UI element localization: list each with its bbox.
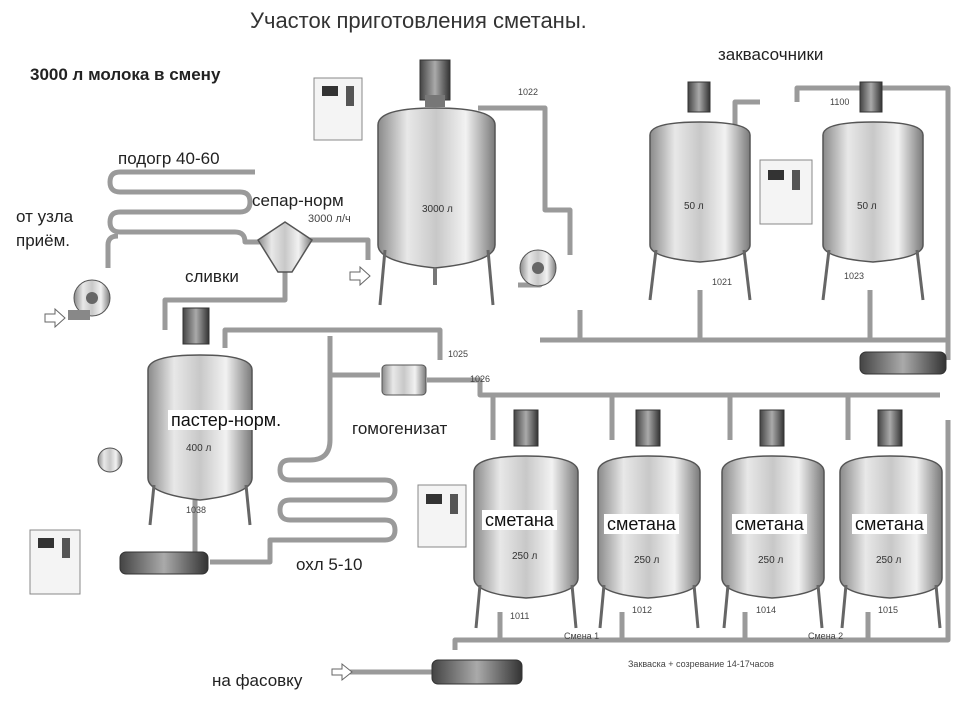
tag-1023: 1023	[844, 271, 865, 281]
tag-1022: 1022	[518, 87, 539, 97]
smetana-label-4: сметана	[852, 514, 927, 534]
label-slivki: сливки	[185, 267, 239, 286]
cabinet-3	[417, 484, 467, 548]
smetana-label-3: сметана	[732, 514, 807, 534]
label-zakvasochniki: заквасочники	[718, 45, 824, 64]
arrow-out-icon	[331, 662, 353, 682]
label-ot-uzla: от узла	[16, 207, 74, 226]
starter-2-volume: 50 л	[857, 201, 877, 212]
diagram-title: Участок приготовления сметаны.	[250, 8, 587, 33]
smetana-label-1: сметана	[482, 510, 557, 530]
pump-screw-3	[431, 659, 523, 685]
homogenizer	[381, 364, 427, 396]
pump-intake	[68, 279, 111, 320]
cabinet-1	[313, 77, 363, 141]
label-ohl: охл 5-10	[296, 555, 363, 574]
label-smena-2: Смена 2	[808, 631, 844, 641]
tag-1021: 1021	[712, 277, 733, 287]
tag-1026: 1026	[470, 374, 491, 384]
starter-tank-2	[821, 81, 925, 301]
starter-tank-1	[648, 81, 752, 301]
diagram-subtitle: 3000 л молока в смену	[30, 65, 221, 84]
tank-3000	[377, 59, 496, 306]
separator	[256, 221, 314, 273]
label-paster: пастер-норм.	[168, 410, 285, 430]
label-gomogenizat: гомогенизат	[352, 419, 448, 438]
label-zakvaska: Закваска + созревание 14-17часов	[628, 659, 774, 669]
label-separ: сепар-норм	[252, 191, 344, 210]
tag-1038: 1038	[186, 505, 207, 515]
flow-arrows	[44, 265, 371, 682]
paster-volume: 400 л	[186, 443, 212, 454]
tag-1011: 1011	[510, 611, 530, 621]
smetana-volume-4: 250 л	[876, 555, 902, 566]
tag-1100: 1100	[830, 97, 850, 107]
pumps	[68, 249, 947, 685]
arrow-in-icon	[44, 307, 66, 329]
label-priem: приём.	[16, 231, 71, 250]
label-na-fasovku: на фасовку	[212, 671, 303, 690]
label-separ-capacity: 3000 л/ч	[308, 213, 351, 225]
arrow-cream-icon	[349, 265, 371, 287]
starter-1-volume: 50 л	[684, 201, 704, 212]
label-podogrev: подогр 40-60	[118, 149, 220, 168]
pump-paster-side	[97, 447, 123, 473]
cabinet-4	[29, 529, 81, 595]
label-smena-1: Смена 1	[564, 631, 600, 641]
tag-1014: 1014	[756, 605, 777, 615]
pump-main	[519, 249, 557, 287]
cabinet-2	[759, 159, 813, 225]
pump-screw-1	[119, 551, 209, 575]
control-cabinets	[29, 77, 813, 595]
smetana-volume-2: 250 л	[634, 555, 660, 566]
smetana-volume-3: 250 л	[758, 555, 784, 566]
tank-3000-volume: 3000 л	[422, 204, 453, 215]
tag-1012: 1012	[632, 605, 653, 615]
pump-screw-2	[859, 351, 947, 375]
smetana-label-2: сметана	[604, 514, 679, 534]
tag-1025: 1025	[448, 349, 469, 359]
smetana-volume-1: 250 л	[512, 551, 538, 562]
tag-1015: 1015	[878, 605, 899, 615]
